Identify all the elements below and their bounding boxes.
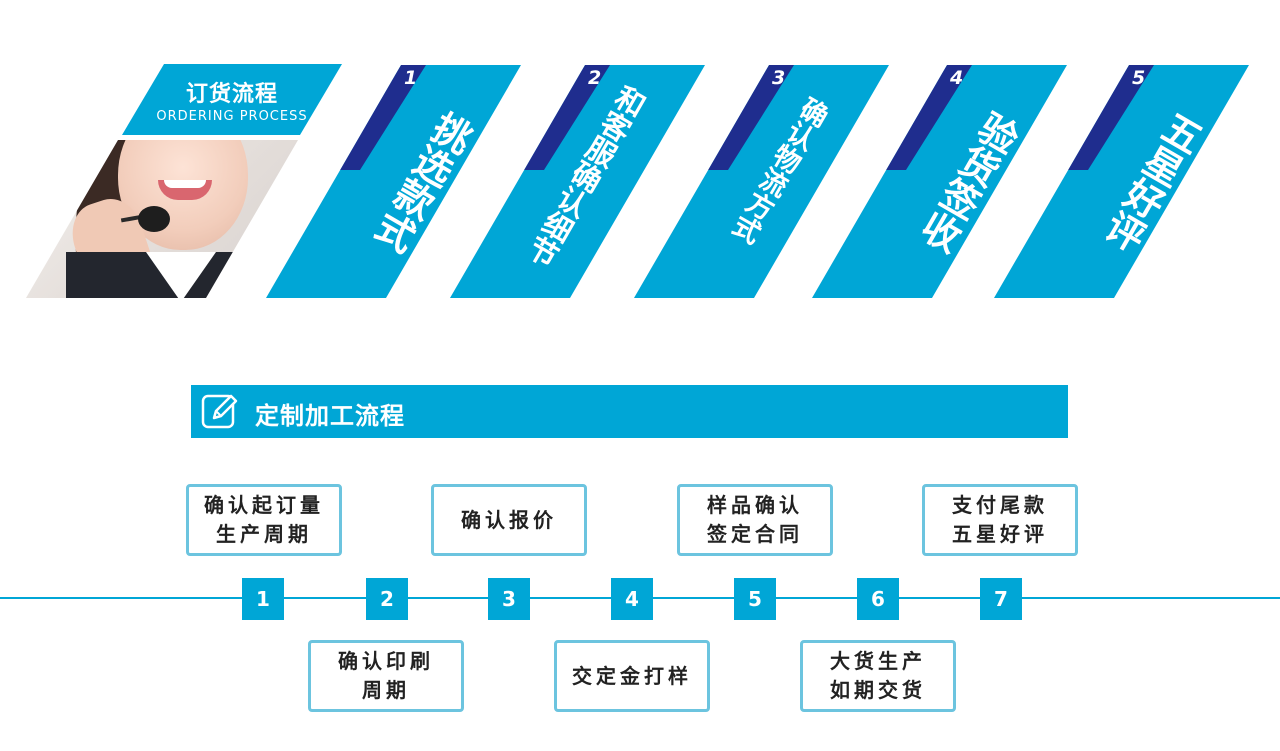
timeline-node-6: 6: [857, 578, 899, 620]
headset-mic-icon: [138, 206, 170, 232]
box-line-2: 签定合同: [707, 522, 803, 546]
customer-service-photo: [26, 140, 298, 298]
step-label: 和客服确认细节: [519, 79, 651, 272]
process-box-4: 交定金打样: [554, 640, 710, 712]
timeline-node-2: 2: [366, 578, 408, 620]
timeline-node-1: 1: [242, 578, 284, 620]
step-number: 1: [404, 67, 418, 89]
box-line-2: 如期交货: [830, 678, 926, 702]
timeline-node-3: 3: [488, 578, 530, 620]
step-number: 5: [1132, 67, 1146, 89]
box-line-1: 确认报价: [461, 507, 557, 532]
timeline-node-7: 7: [980, 578, 1022, 620]
process-box-1: 确认起订量 生产周期: [186, 484, 342, 556]
timeline-node-5: 5: [734, 578, 776, 620]
process-box-5: 样品确认 签定合同: [677, 484, 833, 556]
box-line-1: 支付尾款: [952, 493, 1048, 517]
step-number: 4: [950, 67, 964, 89]
box-line-1: 确认起订量: [204, 493, 324, 517]
box-line-1: 样品确认: [707, 493, 803, 517]
photo-teeth: [164, 180, 206, 188]
custom-process-title: 定制加工流程: [255, 402, 405, 430]
edit-pen-icon: [201, 394, 238, 429]
box-line-2: 生产周期: [216, 522, 312, 546]
process-box-3: 确认报价: [431, 484, 587, 556]
custom-process-header: 定制加工流程: [191, 385, 1068, 438]
box-line-1: 交定金打样: [572, 663, 692, 688]
timeline-node-4: 4: [611, 578, 653, 620]
process-box-6: 大货生产 如期交货: [800, 640, 956, 712]
step-number: 3: [772, 67, 786, 89]
box-line-2: 五星好评: [952, 522, 1048, 546]
box-line-1: 大货生产: [830, 649, 926, 673]
ordering-title-cn: 订货流程: [185, 82, 278, 107]
box-line-1: 确认印刷: [338, 649, 434, 673]
process-box-7: 支付尾款 五星好评: [922, 484, 1078, 556]
process-box-2: 确认印刷 周期: [308, 640, 464, 712]
step-label: 确认物流方式: [724, 91, 833, 247]
box-line-2: 周期: [362, 678, 410, 702]
step-number: 2: [588, 67, 602, 89]
ordering-title-en: ORDERING PROCESS: [156, 109, 308, 124]
ordering-process-header: 订货流程 ORDERING PROCESS: [122, 64, 342, 135]
